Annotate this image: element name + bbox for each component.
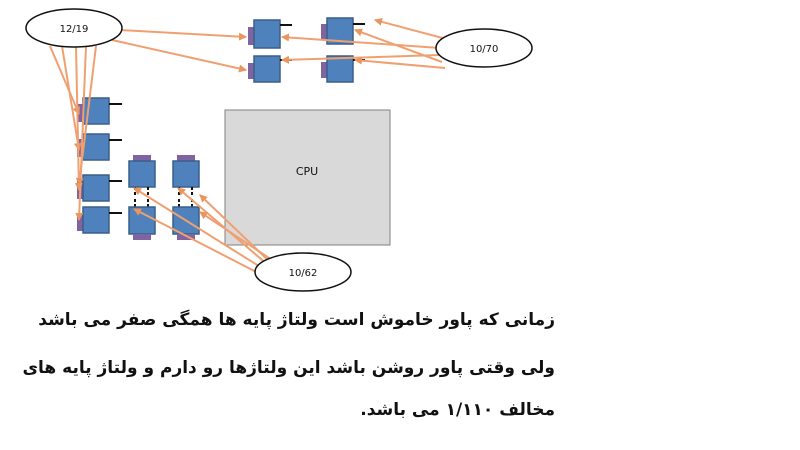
caption-line-2: ولی وقتی پاور روشن باشد این ولتاژها رو د… bbox=[22, 358, 555, 378]
component-left-3 bbox=[77, 174, 122, 202]
arrows-12-19 bbox=[49, 29, 247, 221]
component-vertical-3 bbox=[128, 199, 156, 240]
caption-line-3: مخالف ۱/۱۱۰ می باشد. bbox=[360, 400, 555, 420]
cpu-label: CPU bbox=[296, 165, 318, 178]
ellipse-10-70: 10/70 bbox=[435, 28, 533, 68]
ellipse-label-12-19: 12/19 bbox=[60, 24, 89, 35]
arrows-10-70 bbox=[281, 17, 451, 69]
caption-line-1: زمانی که پاور خاموش است ولتاژ پایه ها هم… bbox=[38, 310, 555, 330]
component-top-1 bbox=[248, 19, 292, 49]
ellipse-12-19: 12/19 bbox=[25, 8, 123, 48]
ellipse-10-62: 10/62 bbox=[254, 252, 352, 292]
cpu-chip bbox=[224, 109, 391, 246]
component-top-3 bbox=[248, 55, 292, 83]
arrows-10-62 bbox=[133, 187, 273, 277]
component-left-4 bbox=[77, 206, 122, 234]
ellipse-label-10-70: 10/70 bbox=[470, 44, 499, 55]
component-vertical-2 bbox=[172, 155, 200, 195]
component-vertical-1 bbox=[128, 155, 156, 195]
ellipse-label-10-62: 10/62 bbox=[289, 268, 318, 279]
